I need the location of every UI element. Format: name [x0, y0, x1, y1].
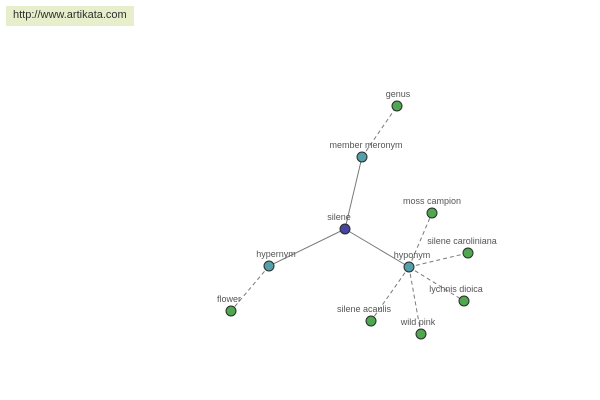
node-label-moss-campion: moss campion	[403, 196, 461, 206]
node-wild-pink[interactable]	[415, 328, 427, 340]
edge-silene-hyponym	[344, 228, 410, 268]
node-label-hypernym: hypernym	[256, 249, 296, 259]
node-genus[interactable]	[391, 100, 403, 112]
edge-hyponym-silene-caroliniana	[408, 252, 469, 268]
edge-silene-member-meronym	[344, 156, 363, 230]
node-label-lychnis-dioica: lychnis dioica	[429, 284, 483, 294]
edge-member-meronym-genus	[361, 105, 398, 158]
node-label-member-meronym: member meronym	[329, 140, 402, 150]
node-moss-campion[interactable]	[426, 207, 438, 219]
node-silene-caroliniana[interactable]	[462, 247, 474, 259]
node-label-silene-caroliniana: silene caroliniana	[427, 236, 497, 246]
node-flower[interactable]	[225, 305, 237, 317]
node-hypernym[interactable]	[263, 260, 275, 272]
node-label-hyponym: hyponym	[394, 250, 431, 260]
node-silene-acaulis[interactable]	[365, 315, 377, 327]
node-silene[interactable]	[339, 223, 351, 235]
node-label-genus: genus	[386, 89, 411, 99]
node-lychnis-dioica[interactable]	[458, 295, 470, 307]
node-member-meronym[interactable]	[356, 151, 368, 163]
edge-hypernym-flower	[230, 265, 270, 312]
node-label-wild-pink: wild pink	[400, 317, 436, 327]
edge-hyponym-lychnis-dioica	[408, 266, 465, 302]
node-label-silene-acaulis: silene acaulis	[337, 304, 392, 314]
node-label-silene: silene	[327, 212, 351, 222]
site-url-watermark: http://www.artikata.com	[6, 6, 134, 26]
edge-hyponym-moss-campion	[408, 212, 433, 268]
edge-silene-hypernym	[268, 228, 346, 267]
edge-hyponym-wild-pink	[408, 266, 422, 335]
node-label-flower: flower	[217, 294, 241, 304]
node-hyponym[interactable]	[403, 261, 415, 273]
